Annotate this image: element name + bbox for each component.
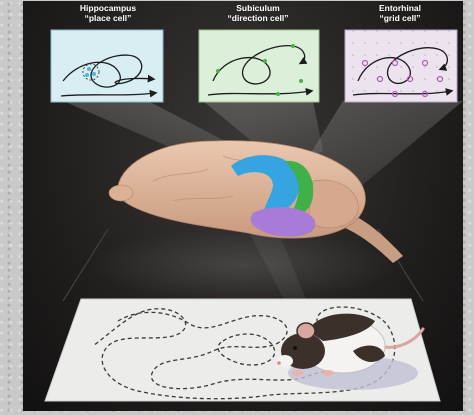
diagram-canvas <box>23 1 463 411</box>
place-field-spike <box>92 72 96 76</box>
grid-cell-dot-pattern <box>345 30 457 102</box>
subiculum-label: Subiculum <box>203 3 313 13</box>
hippocampus-label: Hippocampus <box>53 3 163 13</box>
grid-cell-panel <box>345 30 457 102</box>
mouse-ear <box>297 323 315 339</box>
mouse-nose <box>277 361 281 365</box>
entorhinal-label: Entorhinal <box>345 3 455 13</box>
place-cell-panel <box>51 30 163 102</box>
direction-spike <box>216 69 220 73</box>
hippocampus-panel-title: Hippocampus “place cell” <box>53 3 163 23</box>
mouse-hind-paw <box>322 370 334 376</box>
direction-cell-panel <box>199 30 319 102</box>
mouse-front-paw <box>292 370 304 376</box>
brain-navigation-figure: Hippocampus “place cell” Subiculum “dire… <box>23 1 463 411</box>
direction-spike <box>299 79 303 83</box>
direction-spike <box>291 44 295 48</box>
direction-spike <box>276 92 280 96</box>
olfactory-bulb <box>109 185 133 201</box>
direction-spike <box>263 59 267 63</box>
mouse-eye <box>293 346 297 350</box>
place-cell-panel-box <box>51 30 163 102</box>
room-back-wall <box>88 229 398 301</box>
direction-cell-panel-box <box>199 30 319 102</box>
direction-cell-label: “direction cell” <box>203 13 313 23</box>
entorhinal-panel-title: Entorhinal “grid cell” <box>345 3 455 23</box>
place-cell-label: “place cell” <box>53 13 163 23</box>
place-field-spike <box>87 67 91 71</box>
subiculum-panel-title: Subiculum “direction cell” <box>203 3 313 23</box>
place-field-spike <box>85 73 89 77</box>
mouse-snout <box>277 355 293 367</box>
grid-cell-label: “grid cell” <box>345 13 455 23</box>
